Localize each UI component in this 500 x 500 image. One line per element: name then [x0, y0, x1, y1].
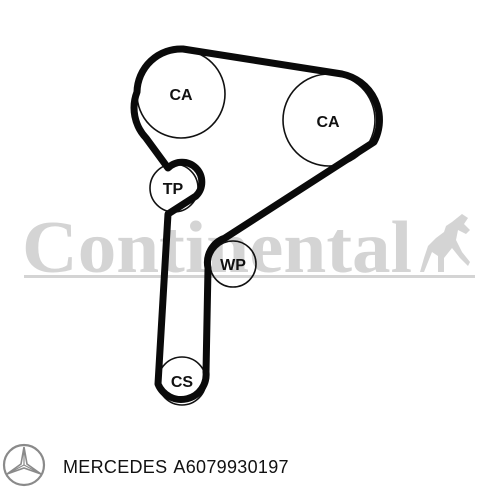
ca-right-label: CA: [316, 114, 340, 131]
cs-label: CS: [171, 374, 194, 391]
timing-belt: [130, 45, 383, 403]
horse-icon: [420, 214, 470, 272]
part-number: A6079930197: [173, 457, 289, 477]
ca-left-label: CA: [169, 87, 193, 104]
wp-label: WP: [220, 257, 246, 274]
tp-label: TP: [163, 181, 184, 198]
mercedes-star-icon: [2, 443, 46, 487]
make-label: MERCEDES: [63, 457, 168, 477]
watermark-underline: [24, 275, 475, 278]
pulley-labels: CA CA TP WP CS: [163, 87, 340, 391]
